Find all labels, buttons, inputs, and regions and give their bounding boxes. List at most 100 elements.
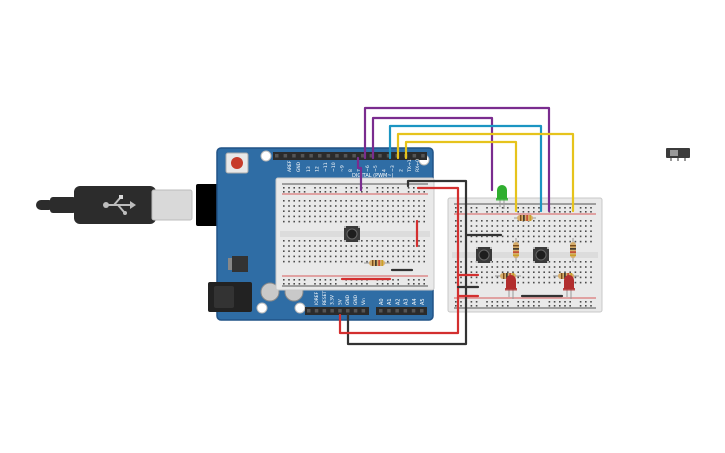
wire-black[interactable] (346, 179, 468, 346)
header-pin[interactable] (352, 154, 356, 158)
header-pin[interactable] (420, 309, 424, 313)
header-pin[interactable] (411, 309, 416, 313)
breadboard-hole (418, 200, 420, 202)
breadboard-hole (345, 200, 347, 202)
breadboard-hole (501, 207, 504, 209)
breadboard-hole (569, 301, 571, 303)
led-rim (563, 288, 575, 291)
header-pin[interactable] (275, 154, 279, 158)
breadboard-hole (303, 250, 306, 252)
resistor[interactable] (570, 238, 576, 262)
breadboard-hole (387, 255, 389, 258)
header-pin[interactable] (369, 154, 374, 158)
breadboard-hole (553, 211, 556, 213)
breadboard-hole (345, 245, 347, 247)
header-pin[interactable] (318, 154, 322, 158)
led-red[interactable] (505, 275, 517, 299)
breadboard-hole (376, 210, 379, 212)
slide-switch-icon[interactable] (666, 148, 690, 161)
header-pin[interactable] (283, 154, 288, 158)
pin-label-analog: A5 (420, 298, 426, 305)
pin-label-power: GND (353, 294, 359, 305)
resistor[interactable] (513, 238, 519, 262)
wire-purple[interactable] (371, 116, 494, 192)
reset-button[interactable] (231, 157, 243, 169)
pushbutton[interactable] (533, 247, 549, 263)
header-pin[interactable] (326, 154, 331, 158)
breadboard-hole (548, 235, 551, 238)
header-pin[interactable] (361, 309, 366, 313)
wire-blue[interactable] (388, 124, 543, 213)
header-pin[interactable] (403, 309, 408, 313)
wire-purple[interactable] (356, 156, 363, 192)
breadboard-hole (298, 260, 301, 263)
header-pin[interactable] (309, 154, 313, 158)
breadboard-right[interactable] (447, 197, 603, 313)
wire-yellow[interactable] (404, 140, 518, 213)
breadboard-hole (366, 245, 368, 247)
header-pin[interactable] (387, 309, 391, 313)
breadboard-hole (335, 255, 337, 258)
breadboard-hole (387, 215, 389, 218)
header-pin[interactable] (386, 154, 391, 158)
breadboard-hole (355, 200, 358, 202)
breadboard-hole (486, 276, 488, 279)
breadboard-hole (522, 207, 525, 209)
breadboard-hole (402, 220, 405, 223)
breadboard-hole (402, 250, 405, 252)
header-pin[interactable] (353, 309, 358, 313)
breadboard-hole (496, 301, 499, 303)
breadboard-hole (309, 210, 311, 212)
header-pin[interactable] (307, 309, 311, 313)
breadboard-hole (564, 211, 566, 213)
header-pin[interactable] (300, 154, 305, 158)
breadboard-hole (475, 301, 478, 303)
pushbutton[interactable] (476, 247, 492, 263)
header-pin[interactable] (379, 309, 383, 313)
header-pin[interactable] (322, 309, 327, 313)
led-green[interactable] (496, 185, 508, 209)
breadboard-hole (283, 205, 285, 207)
header-pin[interactable] (338, 309, 342, 313)
header-pin[interactable] (378, 154, 382, 158)
resistor[interactable] (514, 215, 536, 221)
breadboard-hole (350, 283, 353, 285)
breadboard-hole (533, 301, 535, 303)
pushbutton[interactable] (344, 226, 360, 242)
header-pin[interactable] (346, 309, 350, 313)
header-pin[interactable] (361, 154, 365, 158)
breadboard-hole (585, 276, 587, 279)
breadboard-hole (423, 245, 425, 247)
resistor-band (381, 260, 383, 266)
power-analog-header (305, 307, 427, 315)
breadboard-hole (381, 200, 384, 202)
breadboard-hole (329, 283, 332, 285)
resistor[interactable] (364, 260, 390, 266)
breadboard-hole (522, 240, 525, 243)
breadboard-hole (423, 220, 425, 223)
wire-purple[interactable] (363, 106, 551, 213)
header-pin[interactable] (330, 309, 334, 313)
header-pin[interactable] (343, 154, 348, 158)
header-pin[interactable] (314, 309, 319, 313)
header-pin[interactable] (335, 154, 339, 158)
breadboard-hole (559, 305, 561, 307)
breadboard-hole (314, 255, 316, 258)
header-pin[interactable] (292, 154, 296, 158)
led-red[interactable] (563, 275, 575, 299)
breadboard-hole (590, 281, 592, 284)
breadboard-hole (579, 266, 582, 268)
header-pin[interactable] (421, 154, 425, 158)
breadboard-hole (381, 283, 384, 285)
usb-cable[interactable] (36, 184, 248, 226)
breadboard-hole (496, 276, 499, 279)
wire-red[interactable] (338, 186, 460, 335)
breadboard-hole (303, 210, 306, 212)
breadboard-hole (579, 261, 582, 263)
breadboard-hole (423, 205, 425, 207)
breadboard-hole (355, 220, 358, 223)
analog-header-strip (376, 307, 427, 315)
wire-yellow[interactable] (396, 132, 575, 213)
header-pin[interactable] (395, 309, 399, 313)
header-pin[interactable] (412, 154, 417, 158)
